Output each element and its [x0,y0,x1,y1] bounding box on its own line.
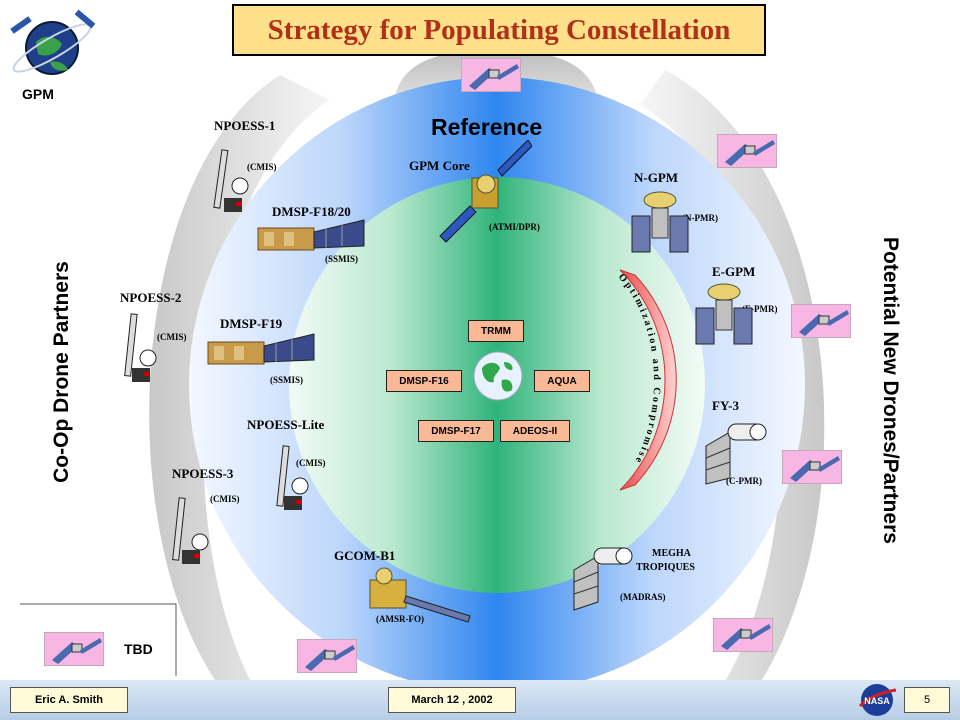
tbd-satellite-icon [44,632,104,666]
gpm-logo-icon [10,9,96,75]
npoess2-label: NPOESS-2 [120,290,182,305]
dmsp-f19-satellite-icon [207,333,315,365]
gpm-core-inst: (ATMI/DPR) [489,222,540,232]
gpm-core-label: GPM Core [409,158,470,173]
megha-satellite-icon [573,547,633,611]
npoess3-satellite-icon [172,497,209,564]
left-crescent [149,75,330,680]
n-gpm-label: N-GPM [634,170,679,185]
npoess-lite-satellite-icon [276,445,309,510]
right-side-label: Potential New Drones/Partners [879,237,902,544]
e-gpm-label: E-GPM [712,264,756,279]
dmsp-f19-inst: (SSMIS) [270,375,304,385]
trmm-box: TRMM [468,320,524,342]
globe-icon [473,351,523,401]
dmsp-f16-box: DMSP-F16 [386,370,462,392]
placeholder-satellite-icon [297,639,357,673]
right-crescent [640,70,825,705]
aqua-box: AQUA [534,370,590,392]
e-gpm-inst: (E-PMR) [742,304,778,314]
n-gpm-satellite-icon [631,191,689,253]
footer-page-number: 5 [904,687,950,713]
gcom-satellite-icon [369,567,471,623]
placeholder-satellite-icon [461,58,521,92]
placeholder-satellite-icon [782,450,842,484]
dmsp-f1820-inst: (SSMIS) [325,254,359,264]
tbd-label: TBD [124,641,153,657]
megha-inst: (MADRAS) [620,592,666,602]
gpm-core-satellite-icon [439,140,532,243]
footer-author: Eric A. Smith [10,687,128,713]
npoess2-inst: (CMIS) [157,332,187,342]
npoess1-label: NPOESS-1 [214,118,276,133]
nasa-logo-icon: NASA [858,684,897,716]
left-side-label: Co-Op Drone Partners [50,261,73,483]
npoess1-satellite-icon [213,149,249,212]
footer-date: March 12 , 2002 [388,687,516,713]
fy3-label: FY-3 [712,398,739,413]
dmsp-f19-label: DMSP-F19 [220,316,283,331]
reference-label: Reference [431,114,543,140]
n-gpm-inst: (N-PMR) [682,213,718,223]
placeholder-satellite-icon [791,304,851,338]
dmsp-f17-box: DMSP-F17 [418,420,494,442]
fy3-inst: (C-PMR) [726,476,762,486]
megha-label-1: MEGHA [652,548,691,559]
placeholder-satellite-icon [717,134,777,168]
fy3-satellite-icon [705,423,767,485]
optimization-arc [619,269,677,491]
optimization-label: Optimization and Compromise [616,272,662,467]
page-title: Strategy for Populating Constellation [232,4,766,56]
tbd-frame [20,603,177,676]
gcom-label: GCOM-B1 [334,548,396,563]
gpm-logo-label: GPM [22,86,54,102]
nasa-logo-text: NASA [864,696,890,706]
adeos-box: ADEOS-II [500,420,570,442]
e-gpm-satellite-icon [695,283,753,345]
npoess3-inst: (CMIS) [210,494,240,504]
dmsp-f1820-satellite-icon [257,219,365,251]
npoess-lite-inst: (CMIS) [296,458,326,468]
gcom-inst: (AMSR-FO) [376,614,424,624]
megha-label-2: TROPIQUES [636,562,695,573]
npoess-lite-label: NPOESS-Lite [247,417,325,432]
optimization-label-svg: Optimization and Compromise [616,272,662,467]
dmsp-f1820-label: DMSP-F18/20 [272,204,351,219]
npoess2-satellite-icon [124,313,157,382]
placeholder-satellite-icon [713,618,773,652]
npoess1-inst: (CMIS) [247,162,277,172]
npoess3-label: NPOESS-3 [172,466,234,481]
